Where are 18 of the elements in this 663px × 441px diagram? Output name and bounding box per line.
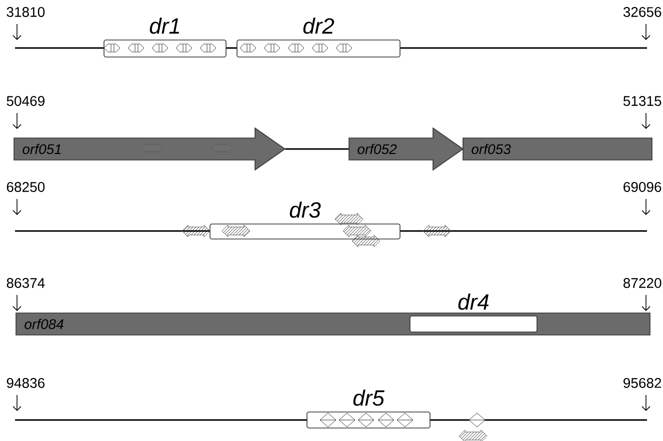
coordinate-label: 69096	[624, 182, 662, 192]
coordinate-label: 51315	[623, 96, 662, 106]
node-label: dr4	[458, 294, 489, 310]
repeat-region-box: dr1	[104, 18, 226, 58]
coordinate-label: 32656	[623, 7, 662, 17]
coordinate-label: 87220	[623, 278, 662, 288]
coordinate-label: 31810	[6, 7, 45, 17]
coordinate-label: 50469	[6, 96, 44, 106]
repeat-region-box: dr2	[236, 18, 400, 58]
node-label: dr1	[150, 18, 180, 34]
coordinate-label: 94836	[6, 378, 45, 388]
coordinate-label: 86374	[6, 278, 45, 288]
node-label: dr3	[290, 202, 321, 218]
genome-line	[285, 148, 349, 150]
coordinate-label: 95682	[624, 378, 662, 388]
repeat-region-box: dr3	[210, 202, 400, 240]
node-label: dr2	[303, 18, 334, 34]
node-label: dr5	[353, 390, 384, 406]
